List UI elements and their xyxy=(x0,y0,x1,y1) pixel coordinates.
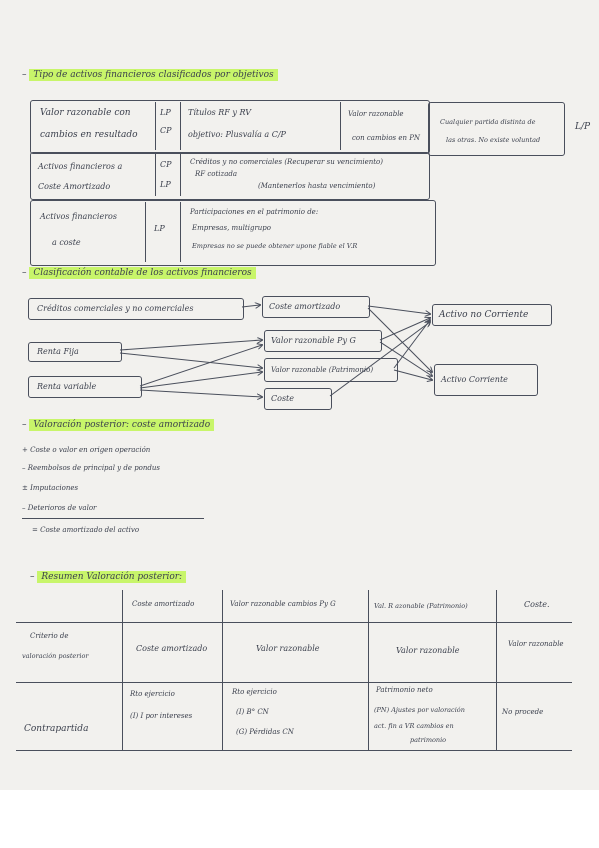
summary-header-2: Valor razonable cambios Py G xyxy=(230,600,336,608)
summary-row2-c3-3: act. fin a VR cambios en xyxy=(374,722,454,730)
class-mid-4: Coste xyxy=(264,388,332,410)
section4-title: Resumen Valoración posterior: xyxy=(37,571,187,583)
row1-term-1: LP xyxy=(160,108,171,117)
class-mid-2: Valor razonable Py G xyxy=(264,330,382,352)
row1-left-2: cambios en resultado xyxy=(40,130,138,140)
valuation-item-3: ± Imputaciones xyxy=(22,484,79,492)
summary-row2-c2-3: (G) Pérdidas CN xyxy=(236,728,294,736)
row1-term-2: CP xyxy=(160,126,172,135)
class-left-3: Renta variable xyxy=(28,376,142,398)
class-mid-1: Coste amortizado xyxy=(262,296,370,318)
summary-header-3: Val. R azonable (Patrimonio) xyxy=(374,602,468,610)
row3-desc-3: Empresas no se puede obtener upone fiabl… xyxy=(192,242,358,250)
row2-term-2: LP xyxy=(160,180,171,189)
summary-row1-label-1: Criterio de xyxy=(30,632,69,640)
summary-row2-c3-2: (PN) Ajustes por valoración xyxy=(374,706,465,714)
row2-desc-2: RF cotizada xyxy=(195,170,238,178)
summary-row2-c1-2: (I) I por intereses xyxy=(130,712,193,720)
valuation-result: = Coste amortizado del activo xyxy=(32,526,140,534)
row3-box xyxy=(30,200,436,266)
row1-extra-2: con cambios en PN xyxy=(352,134,421,142)
summary-row2-c2-2: (I) B° CN xyxy=(236,708,269,716)
summary-row1-c2: Valor razonable xyxy=(256,644,320,653)
section1-heading: – Tipo de activos financieros clasificad… xyxy=(22,69,278,81)
row2-left-2: Coste Amortizado xyxy=(38,182,111,191)
summary-row1-c4: Valor razonable xyxy=(508,640,564,648)
row2-desc-3: (Mantenerlos hasta vencimiento) xyxy=(258,182,376,190)
valuation-item-1: + Coste o valor en origen operación xyxy=(22,446,151,454)
row2-desc-1: Créditos y no comerciales (Recuperar su … xyxy=(190,158,383,166)
class-right-1: Activo no Corriente xyxy=(432,304,552,326)
row1-extra3: L/P xyxy=(575,122,591,132)
row1-left-1: Valor razonable con xyxy=(40,108,131,118)
row2-box xyxy=(30,152,430,200)
row3-term-1: LP xyxy=(154,224,165,233)
row1-extra-box xyxy=(428,102,565,156)
row1-extra2-1: Cualquier partida distinta de xyxy=(440,118,536,126)
row3-left-1: Activos financieros xyxy=(40,212,117,221)
section1-title: Tipo de activos financieros clasificados… xyxy=(29,69,278,81)
row1-box xyxy=(30,100,430,154)
summary-header-1: Coste amortizado xyxy=(132,600,195,608)
row1-desc-2: objetivo: Plusvalía a C/P xyxy=(188,130,286,139)
summary-row2-c4: No procede xyxy=(502,708,544,716)
section2-title: Clasificación contable de los activos fi… xyxy=(29,267,256,279)
class-right-2: Activo Corriente xyxy=(434,364,538,396)
class-mid-3: Valor razonable (Patrimonio) xyxy=(264,358,398,382)
summary-row2-c1-1: Rto ejercicio xyxy=(130,690,175,698)
summary-row1-c1: Coste amortizado xyxy=(136,644,208,653)
section3-title: Valoración posterior: coste amortizado xyxy=(29,419,215,431)
row1-desc-1: Títulos RF y RV xyxy=(188,108,251,117)
valuation-item-2: – Reembolsos de principal y de pondus xyxy=(22,464,160,472)
summary-row1-label-2: valoración posterior xyxy=(22,652,89,660)
summary-row2-label: Contrapartida xyxy=(24,724,89,734)
summary-row2-c3-1: Patrimonio neto xyxy=(376,686,433,694)
row3-desc-2: Empresas, multigrupo xyxy=(192,224,271,232)
notebook-page: – Tipo de activos financieros clasificad… xyxy=(0,0,599,790)
row3-left-2: a coste xyxy=(52,238,81,247)
row1-extra-1: Valor razonable xyxy=(348,110,404,118)
row3-desc-1: Participaciones en el patrimonio de: xyxy=(190,208,319,216)
classification-arrows xyxy=(119,0,599,790)
row1-extra2-2: las otras. No existe voluntad xyxy=(446,136,541,144)
section3-heading: – Valoración posterior: coste amortizado xyxy=(22,419,215,431)
class-left-1: Créditos comerciales y no comerciales xyxy=(28,298,244,320)
summary-row2-c2-1: Rto ejercicio xyxy=(232,688,277,696)
section2-heading: – Clasificación contable de los activos … xyxy=(22,267,256,279)
summary-row2-c3-4: patrimonio xyxy=(410,736,447,744)
row2-term-1: CP xyxy=(160,160,172,169)
summary-header-4: Coste. xyxy=(524,600,550,609)
class-left-2: Renta Fija xyxy=(28,342,122,362)
section4-heading: – Resumen Valoración posterior: xyxy=(30,571,187,583)
valuation-item-4: – Deterioros de valor xyxy=(22,504,97,512)
row2-left-1: Activos financieros a xyxy=(38,162,123,171)
summary-row1-c3: Valor razonable xyxy=(396,646,460,655)
